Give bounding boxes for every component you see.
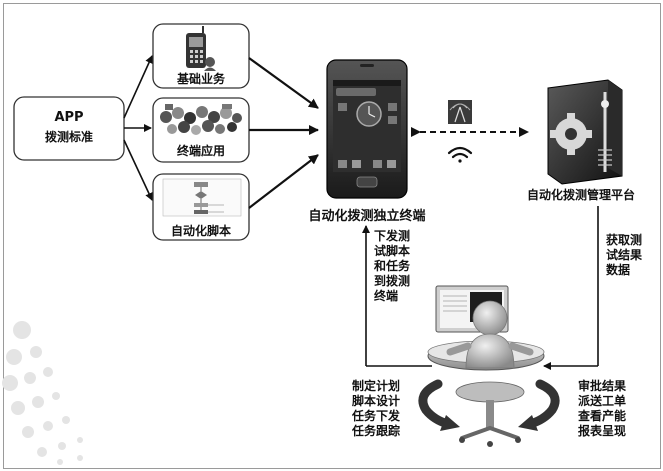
arrow-app-to-basic <box>124 56 152 118</box>
signal-tower-icon <box>448 100 472 124</box>
server-gear-icon <box>548 80 622 184</box>
category-label-script: 自动化脚本 <box>153 222 249 239</box>
planning-task: 任务下发 <box>352 409 400 424</box>
arrow-script-to-terminal <box>249 155 318 208</box>
fetch-line: 试结果 <box>606 248 642 263</box>
planning-task: 任务跟踪 <box>352 424 400 439</box>
review-task: 查看产能 <box>578 409 626 424</box>
category-label-apps: 终端应用 <box>153 142 249 159</box>
planning-task: 脚本设计 <box>352 394 400 409</box>
fetch-line: 数据 <box>606 263 642 278</box>
app-standard-title: APP <box>14 110 124 125</box>
review-task: 报表呈现 <box>578 424 626 439</box>
dispatch-line: 终端 <box>374 289 410 304</box>
planning-tasks: 制定计划 脚本设计 任务下发 任务跟踪 <box>352 379 400 439</box>
arrow-app-to-script <box>124 140 152 200</box>
review-task: 审批结果 <box>578 379 626 394</box>
dispatch-line: 和任务 <box>374 259 410 274</box>
dispatch-line: 试脚本 <box>374 244 410 259</box>
planning-task: 制定计划 <box>352 379 400 394</box>
cycle-arrow-left <box>423 384 460 431</box>
review-task: 派送工单 <box>578 394 626 409</box>
flowchart-icon <box>163 179 241 216</box>
app-standard-subtitle: 拨测标准 <box>14 128 124 145</box>
fetch-line: 获取测 <box>606 233 642 248</box>
smartphone-icon <box>327 60 407 198</box>
terminal-label: 自动化拨测独立终端 <box>296 205 438 224</box>
decorative-dots <box>2 321 83 465</box>
fetch-results-text: 获取测 试结果 数据 <box>606 233 642 278</box>
arrow-basic-to-terminal <box>249 58 318 108</box>
dispatch-line: 下发测 <box>374 229 410 244</box>
platform-label: 自动化拨测管理平台 <box>516 186 646 203</box>
review-tasks: 审批结果 派送工单 查看产能 报表呈现 <box>578 379 626 439</box>
wifi-icon <box>449 148 471 163</box>
dispatch-line: 到拨测 <box>374 274 410 289</box>
category-label-basic: 基础业务 <box>153 70 249 87</box>
dispatch-text: 下发测 试脚本 和任务 到拨测 终端 <box>374 229 410 304</box>
